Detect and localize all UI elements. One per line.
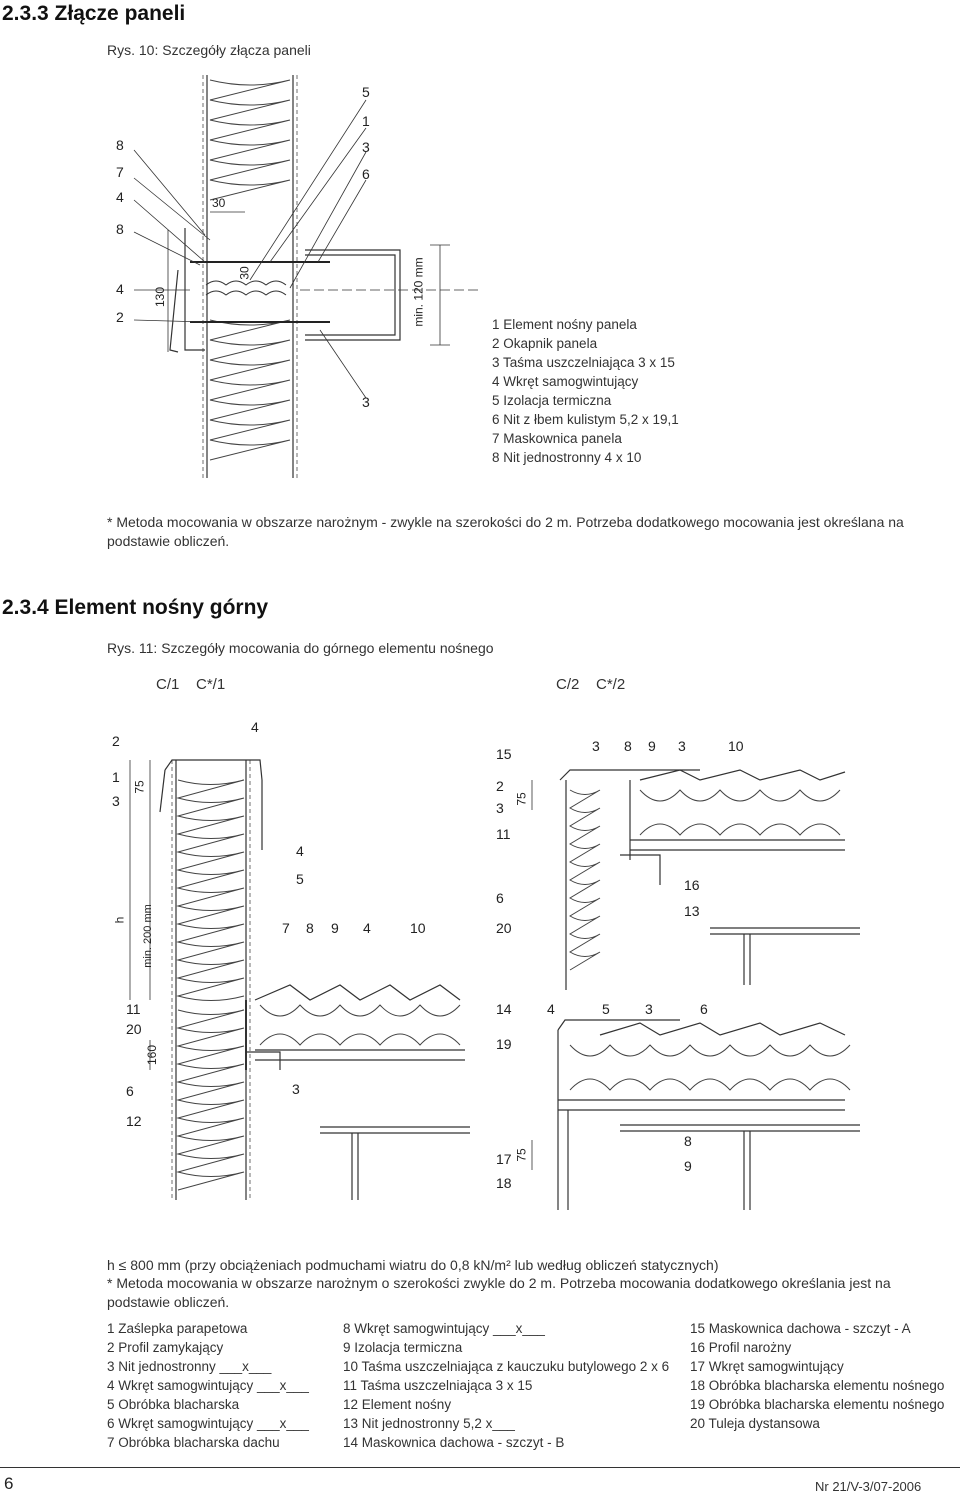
f11-callout-3-rb: 3	[645, 1001, 653, 1017]
label-c1: C/1 C*/1	[156, 676, 226, 693]
legend2-item: 13 Nit jednostronny 5,2 x___	[343, 1416, 515, 1431]
legend2-item: 18 Obróbka blacharska elementu nośnego	[690, 1378, 945, 1393]
f11-dim-160: 160	[145, 1044, 160, 1066]
f11-callout-4: 4	[296, 843, 304, 859]
f11-callout-1: 1	[112, 769, 120, 785]
legend2-item: 15 Maskownica dachowa - szczyt - A	[690, 1321, 911, 1336]
legend2-item: 7 Obróbka blacharska dachu	[107, 1435, 280, 1450]
f11-callout-4b: 4	[363, 920, 371, 936]
legend-item: 8 Nit jednostronny 4 x 10	[492, 450, 642, 465]
legend2-item: 6 Wkręt samogwintujący ___x___	[107, 1416, 309, 1431]
f11-callout-19: 19	[496, 1036, 512, 1052]
legend2-item: 17 Wkręt samogwintujący	[690, 1359, 844, 1374]
legend-item: 7 Maskownica panela	[492, 431, 622, 446]
legend2-item: 9 Izolacja termiczna	[343, 1340, 463, 1355]
f11-callout-16: 16	[684, 877, 700, 893]
f11-callout-2: 2	[112, 733, 120, 749]
f11-callout-4-top: 4	[251, 719, 259, 735]
f11-dim-75-rt: 75	[514, 792, 529, 806]
callout-2: 2	[116, 309, 124, 325]
f11-callout-10-top: 10	[728, 738, 744, 754]
legend-item: 1 Element nośny panela	[492, 317, 637, 332]
section-title-joint: 2.3.3 Złącze paneli	[2, 2, 186, 25]
f11-callout-8-rb: 8	[684, 1133, 692, 1149]
f11-callout-7: 7	[282, 920, 290, 936]
note-corner: * Metoda mocowania w obszarze narożnym o…	[107, 1275, 891, 1310]
callout-3-bottom: 3	[362, 394, 370, 410]
f11-callout-11-r: 11	[496, 826, 511, 842]
legend-item: 4 Wkręt samogwintujący	[492, 374, 639, 389]
f11-callout-13-r: 13	[684, 903, 700, 919]
legend2-item: 19 Obróbka blacharska elementu nośnego	[690, 1397, 945, 1412]
note-h-limit: h ≤ 800 mm (przy obciążeniach podmuchami…	[107, 1257, 719, 1273]
f11-callout-10: 10	[410, 920, 426, 936]
callout-1: 1	[362, 113, 370, 129]
f11-callout-5-rb: 5	[602, 1001, 610, 1017]
f11-dim-75-rb: 75	[514, 1148, 529, 1162]
legend2-item: 20 Tuleja dystansowa	[690, 1416, 820, 1431]
f11-callout-20: 20	[126, 1021, 142, 1037]
f11-callout-15: 15	[496, 746, 512, 762]
f11-callout-3-top: 3	[592, 738, 600, 754]
f11-callout-5: 5	[296, 871, 304, 887]
f11-callout-6-r: 6	[496, 890, 504, 906]
section-title-top-carrier: 2.3.4 Element nośny górny	[2, 596, 269, 619]
legend-item: 5 Izolacja termiczna	[492, 393, 612, 408]
legend2-item: 10 Taśma uszczelniająca z kauczuku butyl…	[343, 1359, 670, 1374]
f11-callout-3-top-b: 3	[678, 738, 686, 754]
f11-callout-9: 9	[331, 920, 339, 936]
legend2-item: 1 Zaślepka parapetowa	[107, 1321, 248, 1336]
footer-divider	[0, 1467, 960, 1468]
f11-callout-3-r: 3	[496, 800, 504, 816]
callout-5: 5	[362, 84, 370, 100]
callout-8b: 8	[116, 221, 124, 237]
f11-callout-11: 11	[126, 1001, 141, 1017]
callout-4b: 4	[116, 281, 124, 297]
legend2-item: 12 Element nośny	[343, 1397, 452, 1412]
f11-dim-h: h	[112, 916, 127, 924]
f11-callout-14: 14	[496, 1001, 512, 1017]
callout-6: 6	[362, 166, 370, 182]
doc-code: Nr 21/V-3/07-2006	[815, 1479, 922, 1494]
f11-callout-9-top: 9	[648, 738, 656, 754]
legend2-item: 14 Maskownica dachowa - szczyt - B	[343, 1435, 565, 1450]
f11-callout-4-rb: 4	[547, 1001, 555, 1017]
legend-item: 2 Okapnik panela	[492, 336, 598, 351]
callout-3: 3	[362, 139, 370, 155]
f11-callout-2-r: 2	[496, 778, 504, 794]
legend-item: 3 Taśma uszczelniająca 3 x 15	[492, 355, 675, 370]
legend2-item: 5 Obróbka blacharska	[107, 1397, 240, 1412]
legend2-item: 2 Profil zamykający	[107, 1340, 224, 1355]
dim-30-top: 30	[212, 196, 226, 210]
figure-caption-11: Rys. 11: Szczegóły mocowania do górnego …	[107, 640, 494, 656]
callout-4a: 4	[116, 189, 124, 205]
f11-callout-6-rb: 6	[700, 1001, 708, 1017]
note-joint: * Metoda mocowania w obszarze narożnym -…	[107, 514, 904, 549]
f11-callout-17: 17	[496, 1151, 512, 1167]
f11-callout-8-top: 8	[624, 738, 632, 754]
f11-callout-8: 8	[306, 920, 314, 936]
f11-callout-18: 18	[496, 1175, 512, 1191]
legend-item: 6 Nit z łbem kulistym 5,2 x 19,1	[492, 412, 679, 427]
page-number: 6	[4, 1474, 14, 1493]
f11-callout-12: 12	[126, 1113, 142, 1129]
legend2-item: 8 Wkręt samogwintujący ___x___	[343, 1321, 545, 1336]
f11-callout-3: 3	[112, 793, 120, 809]
f11-callout-13: 3	[292, 1081, 300, 1097]
legend2-item: 3 Nit jednostronny ___x___	[107, 1359, 272, 1374]
f11-callout-6: 6	[126, 1083, 134, 1099]
f11-callout-20-r: 20	[496, 920, 512, 936]
f11-dim-75-left: 75	[132, 780, 147, 794]
legend2-item: 16 Profil narożny	[690, 1340, 792, 1355]
f11-dim-min-200: min. 200 mm	[141, 904, 154, 968]
f11-callout-9-rb: 9	[684, 1158, 692, 1174]
legend2-item: 4 Wkręt samogwintujący ___x___	[107, 1378, 309, 1393]
callout-7: 7	[116, 164, 124, 180]
legend2-item: 11 Taśma uszczelniająca 3 x 15	[343, 1378, 533, 1393]
label-c2: C/2 C*/2	[556, 676, 626, 693]
figure-caption-10: Rys. 10: Szczegóły złącza paneli	[107, 42, 311, 58]
callout-8a: 8	[116, 137, 124, 153]
